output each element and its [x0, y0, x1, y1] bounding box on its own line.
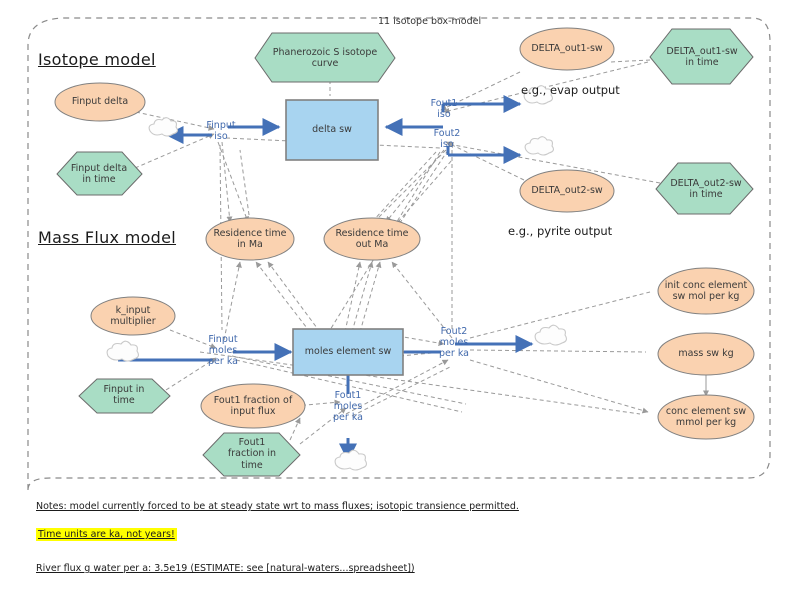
graphical-fout1-fraction-in-time: [202, 432, 301, 477]
diagram-title: 11 isotope box-model: [378, 16, 482, 27]
converter-k-input-multiplier: [90, 296, 176, 336]
flow-label-fout2-moles[interactable]: Fout2 moles per ka: [434, 326, 474, 359]
note-steady-state: Notes: model currently forced to be at s…: [36, 501, 519, 512]
flow-unit: iso: [440, 139, 454, 150]
flow-unit: iso: [214, 131, 228, 142]
section-title-isotope: Isotope model: [38, 50, 156, 69]
cloud-icon-fout2-moles: [534, 324, 567, 346]
stock-delta-sw: [285, 99, 379, 161]
cloud-icon-fout1-moles: [334, 449, 367, 471]
stock-moles-element-sw: [292, 328, 404, 376]
graphical-delta-out2-in-time: [655, 162, 754, 215]
converter-residence-time-out: [323, 217, 421, 261]
flow-unit: iso: [437, 109, 451, 120]
flow-arrows: [118, 95, 534, 462]
converter-label-delta-out2-sw[interactable]: DELTA_out2-sw: [531, 185, 603, 197]
converter-conc-element-sw: [657, 394, 755, 440]
cloud-icons: [106, 85, 567, 471]
stock-label-moles-element-sw[interactable]: moles element sw: [304, 346, 392, 358]
flow-name: Fout2: [433, 128, 461, 139]
flow-label-fout2-iso[interactable]: Fout2 iso: [423, 128, 471, 150]
flow-name: Fout1: [334, 390, 362, 401]
cloud-icon-fout2-iso: [524, 136, 554, 156]
converter-delta-out1-sw: [519, 27, 615, 71]
graphical-label-delta-out1-in-time[interactable]: DELTA_out1-sw in time: [666, 45, 738, 69]
flow-label-fout1-moles[interactable]: Fout1 moles per ka: [326, 390, 370, 423]
section-title-massflux: Mass Flux model: [38, 228, 177, 247]
connectors: [134, 59, 661, 445]
flow-label-fout1-iso[interactable]: Fout1 iso: [420, 98, 468, 120]
converter-label-k-input-multiplier[interactable]: k_input multiplier: [110, 304, 156, 328]
graphical-label-finput-delta-in-time[interactable]: Finput delta in time: [70, 162, 128, 186]
graphical-delta-out1-in-time: [649, 28, 754, 85]
cloud-icon-finput-moles: [106, 340, 139, 362]
flow-label-finput-iso[interactable]: Finput iso: [196, 120, 246, 142]
converter-mass-sw-kg: [657, 332, 755, 376]
flow-unit: moles per ka: [439, 337, 469, 359]
graphical-label-fout1-fraction-in-time[interactable]: Fout1 fraction in time: [227, 436, 277, 471]
graphical-label-finput-in-time[interactable]: Finput in time: [103, 383, 145, 407]
graphical-label-delta-out2-in-time[interactable]: DELTA_out2-sw in time: [670, 177, 742, 201]
converter-label-delta-out1-sw[interactable]: DELTA_out1-sw: [531, 43, 603, 55]
converter-label-mass-sw-kg[interactable]: mass sw kg: [678, 348, 734, 360]
converter-label-conc-element-sw[interactable]: conc element sw mmol per kg: [665, 405, 747, 429]
graphical-phanerozoic: [254, 32, 396, 83]
flow-unit: moles per ka: [208, 345, 238, 367]
flow-name: Fout1: [430, 98, 458, 109]
cloud-icon-fout1-iso: [523, 85, 553, 105]
note-river-flux: River flux g water per a: 3.5e19 (ESTIMA…: [36, 563, 415, 574]
converter-residence-time-in: [205, 217, 295, 261]
converter-label-init-conc[interactable]: init conc element sw mol per kg: [664, 279, 748, 303]
cloud-icon-finput-iso: [148, 117, 178, 137]
flow-label-finput-moles[interactable]: Finput moles per ka: [200, 334, 246, 367]
flow-name: Finput: [206, 120, 236, 131]
converter-label-residence-time-in[interactable]: Residence time in Ma: [213, 227, 287, 251]
converter-finput-delta: [54, 82, 146, 122]
converter-init-conc: [657, 267, 755, 315]
graphical-label-phanerozoic[interactable]: Phanerozoic S isotope curve: [272, 46, 378, 70]
annotation-evap: e.g., evap output: [521, 83, 620, 97]
annotation-pyrite: e.g., pyrite output: [508, 224, 613, 238]
converter-label-finput-delta[interactable]: Finput delta: [71, 96, 129, 108]
stock-label-delta-sw[interactable]: delta sw: [312, 124, 352, 136]
graphical-finput-delta-in-time: [56, 151, 143, 196]
flow-unit: moles per ka: [333, 401, 363, 423]
converter-label-residence-time-out[interactable]: Residence time out Ma: [335, 227, 409, 251]
converter-label-fout1-fraction[interactable]: Fout1 fraction of input flux: [213, 394, 293, 418]
converter-fout1-fraction: [200, 383, 306, 429]
flow-name: Fout2: [440, 326, 468, 337]
graphical-finput-in-time: [78, 378, 171, 414]
note-time-units: Time units are ka, not years!: [36, 528, 177, 541]
flow-name: Finput: [208, 334, 238, 345]
model-boundary: [27, 17, 771, 491]
converter-delta-out2-sw: [519, 169, 615, 213]
